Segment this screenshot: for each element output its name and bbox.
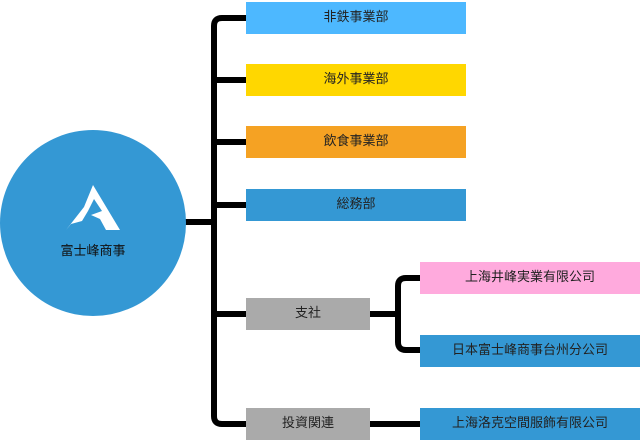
- subsidiary-shanghai-rock[interactable]: 上海洛克空間服飾有限公司: [420, 408, 640, 440]
- main-trunk: [211, 15, 246, 427]
- dept-nonferrous[interactable]: 非鉄事業部: [246, 2, 466, 34]
- dept-branch[interactable]: 支社: [246, 298, 370, 330]
- root-company-label: 富士峰商事: [60, 244, 126, 259]
- dept-food[interactable]: 飲食事業部: [246, 126, 466, 158]
- root-company-node[interactable]: 富士峰商事: [0, 130, 186, 316]
- dept-overseas[interactable]: 海外事業部: [246, 64, 466, 96]
- subsidiary-taizhou-branch[interactable]: 日本富士峰商事台州分公司: [420, 335, 640, 367]
- dept-general-affairs[interactable]: 総務部: [246, 189, 466, 221]
- subsidiary-shanghai-jingfeng[interactable]: 上海井峰実業有限公司: [420, 262, 640, 294]
- dept-investment[interactable]: 投資関連: [246, 408, 370, 440]
- branch-trunk: [395, 275, 420, 353]
- mountain-logo-icon: [66, 185, 120, 230]
